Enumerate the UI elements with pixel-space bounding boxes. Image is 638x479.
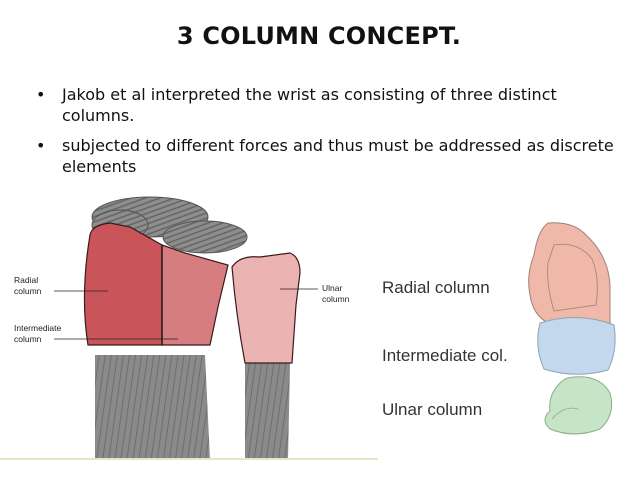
right-label-radial: Radial column: [382, 278, 490, 297]
label-radial-line1: Radial: [14, 275, 38, 285]
intermediate-column-blob: [537, 316, 616, 375]
right-label-intermediate: Intermediate col.: [382, 346, 508, 365]
bullet-item: • subjected to different forces and thus…: [30, 135, 620, 177]
radius-shaft: [95, 355, 210, 460]
footer-divider: [0, 458, 378, 460]
label-intermediate-line1: Intermediate: [14, 323, 62, 333]
label-ulnar-line2: column: [322, 294, 350, 304]
radial-column-blob: [528, 222, 611, 328]
wrist-columns-diagram-right: Radial column Intermediate col. Ulnar co…: [382, 222, 616, 435]
bullet-icon: •: [36, 136, 46, 155]
wrist-columns-diagram-left: Radial column Intermediate column Ulnar …: [0, 195, 378, 460]
label-ulnar-line1: Ulnar: [322, 283, 342, 293]
slide-title: 3 COLUMN CONCEPT.: [176, 22, 462, 50]
bullet-item: • Jakob et al interpreted the wrist as c…: [30, 84, 620, 126]
bullet-icon: •: [36, 85, 46, 104]
radial-column-shape: [83, 222, 163, 346]
ulnar-column-blob: [544, 376, 613, 435]
bullet-text: Jakob et al interpreted the wrist as con…: [62, 85, 557, 125]
bullet-text: subjected to different forces and thus m…: [62, 136, 614, 176]
label-intermediate-line2: column: [14, 334, 42, 344]
label-radial-line2: column: [14, 286, 42, 296]
bullet-list: • Jakob et al interpreted the wrist as c…: [30, 84, 620, 186]
right-label-ulnar: Ulnar column: [382, 400, 482, 419]
ulnar-column-shape: [231, 252, 301, 364]
ulna-shaft: [245, 363, 290, 460]
